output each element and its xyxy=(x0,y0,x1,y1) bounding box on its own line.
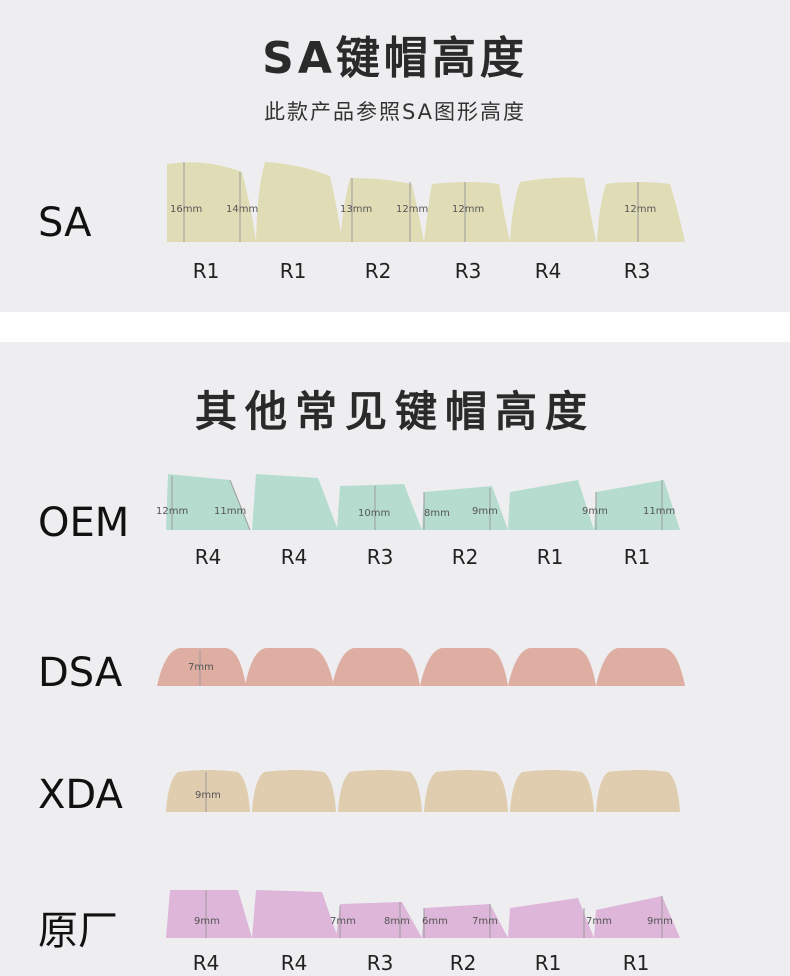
original-measure-guides xyxy=(205,890,663,938)
keycap xyxy=(508,898,594,938)
keycap xyxy=(340,178,424,242)
profile-label-sa: SA xyxy=(38,200,92,246)
profile-label-dsa: DSA xyxy=(38,650,123,696)
keycap xyxy=(252,770,336,812)
keycap xyxy=(594,896,680,938)
sa-keycap-row: 16mm 14mm 13mm 12mm 12mm 12mm R1 R1 R2 R… xyxy=(167,162,685,283)
keycap xyxy=(594,480,680,530)
dsa-keycaps xyxy=(157,648,685,686)
keycap xyxy=(166,770,250,812)
oem-keycap-row: 12mm 11mm 10mm 8mm 9mm 9mm 11mm R4 R4 R3… xyxy=(156,474,680,569)
keycap xyxy=(508,480,594,530)
measure-label: 13mm xyxy=(340,204,372,215)
measure-label: 9mm xyxy=(472,506,498,517)
measure-label: 9mm xyxy=(195,790,221,801)
row-tag: R1 xyxy=(623,951,650,975)
measure-label: 11mm xyxy=(643,506,675,517)
keycap xyxy=(337,484,422,530)
keycap xyxy=(332,648,420,686)
original-keycaps xyxy=(166,890,680,938)
keycap xyxy=(420,648,508,686)
row-tag: R3 xyxy=(455,259,482,283)
keycap xyxy=(252,890,338,938)
measure-label: 12mm xyxy=(452,204,484,215)
xda-keycap-row: 9mm xyxy=(166,770,680,812)
keycap xyxy=(508,648,596,686)
row-tag: R3 xyxy=(367,951,394,975)
keycap xyxy=(596,770,680,812)
oem-original-keycap-row: 9mm 7mm 8mm 6mm 7mm 7mm 9mm R4 R4 R3 R2 … xyxy=(166,890,680,975)
row-tag: R1 xyxy=(535,951,562,975)
measure-label: 12mm xyxy=(624,204,656,215)
row-tag: R4 xyxy=(193,951,220,975)
dsa-keycap-row: 7mm xyxy=(157,648,685,686)
measure-label: 16mm xyxy=(170,204,202,215)
keycap xyxy=(338,770,422,812)
keycap xyxy=(166,474,250,530)
sa-subtitle: 此款产品参照SA图形高度 xyxy=(263,100,527,124)
measure-label: 8mm xyxy=(384,916,410,927)
keycap xyxy=(166,890,252,938)
measure-label: 12mm xyxy=(396,204,428,215)
keycap xyxy=(510,770,594,812)
keycap xyxy=(422,486,508,530)
row-tag: R4 xyxy=(535,259,562,283)
row-tag: R2 xyxy=(450,951,477,975)
row-tag: R1 xyxy=(193,259,220,283)
keycap xyxy=(424,182,510,242)
row-tag: R3 xyxy=(367,545,394,569)
keycap xyxy=(157,648,246,686)
keycap xyxy=(510,177,596,242)
measure-label: 6mm xyxy=(422,916,448,927)
measure-label: 12mm xyxy=(156,506,188,517)
measure-label: 7mm xyxy=(330,916,356,927)
measure-label: 7mm xyxy=(472,916,498,927)
row-tag: R1 xyxy=(624,545,651,569)
other-profiles-title: 其他常见键帽高度 xyxy=(194,387,595,436)
row-tag: R1 xyxy=(537,545,564,569)
keycap xyxy=(422,904,508,938)
sa-keycaps xyxy=(167,162,685,242)
keycap xyxy=(252,474,338,530)
row-tag: R3 xyxy=(624,259,651,283)
row-tag: R4 xyxy=(281,545,308,569)
row-tag: R2 xyxy=(452,545,479,569)
measure-label: 8mm xyxy=(424,508,450,519)
profile-label-oem-original: 原厂 xyxy=(38,908,118,954)
oem-keycaps xyxy=(166,474,680,530)
measure-label: 9mm xyxy=(647,916,673,927)
xda-keycaps xyxy=(166,770,680,812)
profile-label-xda: XDA xyxy=(38,772,123,818)
measure-label: 7mm xyxy=(586,916,612,927)
sa-title: SA键帽高度 xyxy=(262,33,528,84)
sa-measure-guides xyxy=(183,162,639,242)
oem-measure-guides xyxy=(171,476,663,531)
keycap xyxy=(245,648,334,686)
measure-label: 10mm xyxy=(358,508,390,519)
measure-label: 9mm xyxy=(582,506,608,517)
keycap xyxy=(167,162,256,242)
sa-panel xyxy=(0,0,790,312)
measure-label: 7mm xyxy=(188,662,214,673)
keycap xyxy=(256,162,342,242)
row-tag: R1 xyxy=(280,259,307,283)
row-tag: R2 xyxy=(365,259,392,283)
measure-label: 11mm xyxy=(214,506,246,517)
row-tag: R4 xyxy=(195,545,222,569)
keycap xyxy=(596,648,685,686)
row-tag: R4 xyxy=(281,951,308,975)
keycap xyxy=(597,182,685,242)
keycap xyxy=(424,770,508,812)
profile-label-oem: OEM xyxy=(38,500,130,546)
measure-label: 9mm xyxy=(194,916,220,927)
measure-label: 14mm xyxy=(226,204,258,215)
